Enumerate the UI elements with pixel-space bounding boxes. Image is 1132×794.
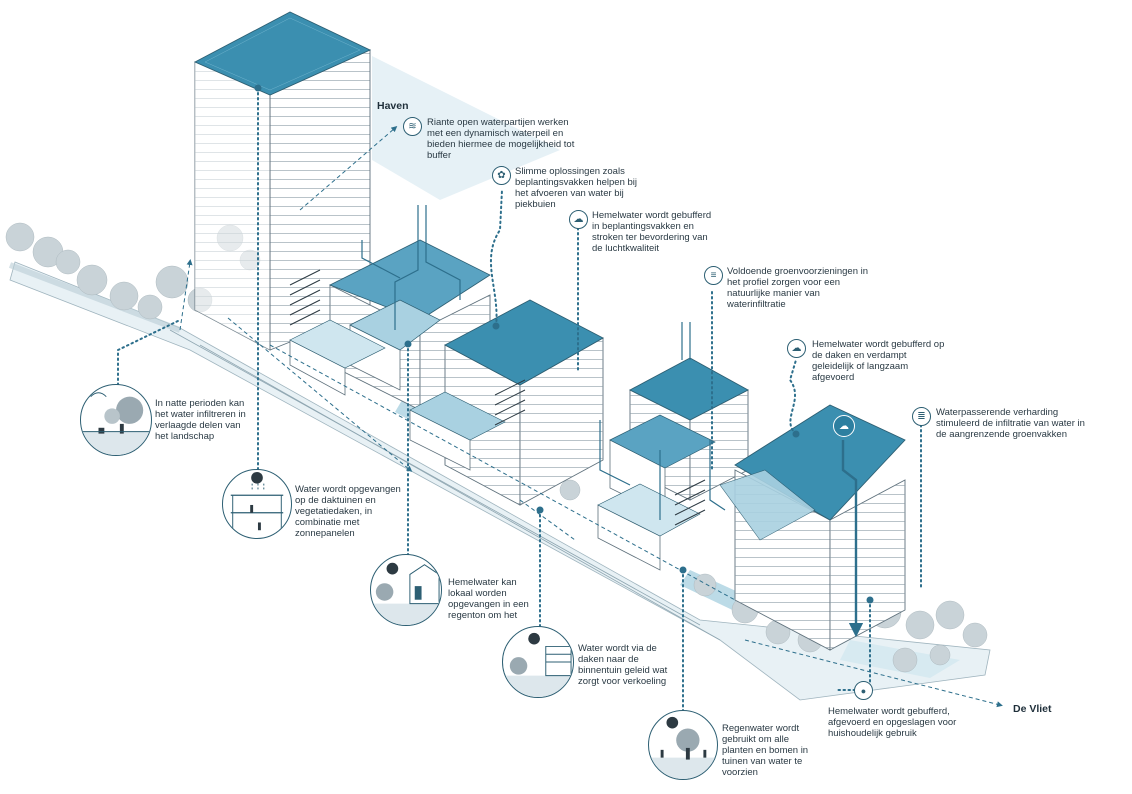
callout-verharding: Waterpasserende verharding stimuleerd de…	[936, 407, 1085, 440]
block-stepped-a	[289, 239, 491, 411]
callout-beplantingsvakken: Slimme oplossingen zoals beplantingsvakk…	[515, 166, 638, 210]
label-de-vliet: De Vliet	[1013, 703, 1052, 715]
callout-daktuinen: Water wordt opgevangen op de daktuinen e…	[295, 484, 401, 539]
flow-arrows	[179, 126, 1003, 708]
plant-icon: ✿	[492, 166, 511, 185]
garden-vignette	[648, 710, 718, 780]
leader-dots	[254, 84, 874, 604]
main-downpipe	[841, 440, 864, 638]
water-drop-icon: ●	[854, 681, 873, 700]
pavement-icon: ≣	[912, 407, 931, 426]
rain-barrel-vignette	[370, 554, 442, 626]
tower-right	[719, 404, 906, 651]
block-stepped-c	[597, 357, 749, 571]
callout-huishoudelijk: Hemelwater wordt gebufferd, afgevoerd en…	[828, 706, 957, 739]
rain-cloud-icon: ☁	[569, 210, 588, 229]
courtyard-vignette	[502, 626, 574, 698]
landscape-vignette	[80, 384, 152, 456]
callout-natte-perioden: In natte perioden kan het water infiltre…	[155, 398, 246, 442]
callout-groenvoorzieningen: Voldoende groenvoorzieningen in het prof…	[727, 266, 869, 310]
infiltration-icon: ≡	[704, 266, 723, 285]
callout-daken-verdampt: Hemelwater wordt gebufferd op de daken e…	[812, 339, 945, 383]
label-haven: Haven	[377, 100, 409, 112]
waves-icon: ≋	[403, 117, 422, 136]
roof-rain-icon: ☁	[833, 415, 855, 437]
callout-regenton: Hemelwater kan lokaal worden opgevangen …	[448, 577, 529, 621]
callout-luchtkwaliteit: Hemelwater wordt gebufferd in beplanting…	[592, 210, 712, 254]
callout-binnentuin: Water wordt via de daken naar de binnent…	[578, 643, 668, 687]
evaporation-icon: ☁	[787, 339, 806, 358]
callout-waterpartijen: Riante open waterpartijen werken met een…	[427, 117, 575, 161]
tower-left	[193, 11, 372, 351]
staircase-group	[289, 269, 706, 526]
block-tower-mid	[409, 299, 604, 506]
downpipe-group	[361, 205, 726, 520]
callout-regenwater-tuinen: Regenwater wordt gebruikt om alle plante…	[722, 723, 809, 778]
roof-garden-vignette	[222, 469, 292, 539]
